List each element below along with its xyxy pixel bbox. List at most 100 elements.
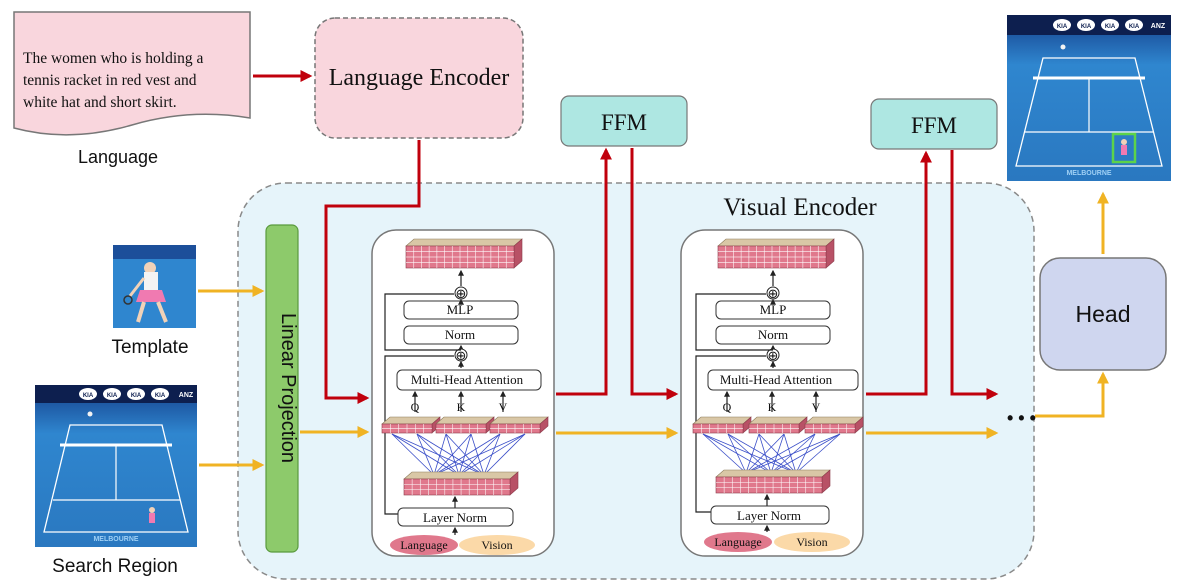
block1-plus-mid: ⊕ [456, 348, 467, 363]
ffm-label-1: FFM [601, 110, 647, 135]
output-banner-right: ANZ [1151, 23, 1166, 30]
output-banner-brand-2: KIA [1081, 24, 1092, 30]
block1-attention-line [416, 433, 460, 476]
block2-language-token [704, 532, 772, 552]
block1-attention-line [433, 433, 526, 476]
head-label: Head [1076, 301, 1131, 327]
block1-attention-line [416, 433, 485, 476]
head-box [1039, 257, 1167, 371]
block2-attention-line [727, 433, 772, 474]
block1-attention-line [470, 433, 485, 476]
block2-k: K [768, 400, 777, 414]
search-region-image [35, 385, 197, 547]
search-banner-right: ANZ [179, 392, 194, 399]
search-court-name: MELBOURNE [93, 536, 138, 543]
block1-attention-line [391, 433, 435, 476]
block1-mid-tokens-0-top [381, 416, 441, 425]
search-region-label: Search Region [52, 556, 178, 577]
block2-layer-norm-box [710, 505, 830, 525]
block1-mha: Multi-Head Attention [411, 372, 524, 387]
block2-output-tokens-top [717, 238, 835, 247]
block1-token-language: Language [400, 538, 447, 552]
output-banner-brand-3: KIA [1105, 24, 1116, 30]
block1-mha-box [396, 369, 542, 391]
visual-encoder-region [237, 182, 1035, 580]
block1-k: K [457, 400, 466, 414]
block2-mha-box [707, 369, 859, 391]
block1-attention-line [433, 433, 501, 476]
block2-attention-line [770, 433, 785, 474]
block2-attention-line [745, 433, 760, 474]
block2-attention-line [727, 433, 747, 474]
block1-attention-line [416, 433, 435, 476]
block1-mid-tokens-2-top [489, 416, 549, 425]
block1-residual-top [384, 293, 461, 351]
block1-v: V [499, 400, 508, 414]
block2-attention-line [745, 433, 785, 474]
block2-input-tokens-front [715, 476, 823, 494]
block2-attention-line [770, 433, 841, 474]
block1-plus-top: ⊕ [456, 286, 467, 301]
block1-language-token [390, 535, 458, 555]
block1-input-tokens-top [403, 471, 519, 480]
block1-q: Q [411, 400, 420, 414]
block1-attention-line [458, 433, 526, 476]
search-banner-brand-1: KIA [83, 393, 94, 399]
visual-encoder-label: Visual Encoder [723, 194, 877, 221]
block2-mha: Multi-Head Attention [720, 372, 833, 387]
block2-mlp: MLP [760, 302, 787, 317]
search-banner-brand-3: KIA [131, 393, 142, 399]
output-banner-brand-1: KIA [1057, 24, 1068, 30]
block1-mlp: MLP [447, 302, 474, 317]
block2-plus-mid: ⊕ [768, 348, 779, 363]
output-banner-brand-4: KIA [1129, 24, 1140, 30]
block1-layer-norm: Layer Norm [423, 510, 487, 525]
transformer-block-1 [371, 229, 555, 557]
ffm-box-2 [870, 98, 998, 150]
block2-v: V [812, 400, 821, 414]
block2-layer-norm: Layer Norm [737, 508, 801, 523]
block2-mid-tokens-1-top [748, 416, 808, 425]
block1-output-tokens-top [405, 238, 523, 247]
block2-attention-line [727, 433, 797, 474]
block1-attention-line [483, 433, 526, 476]
language-text-line-1: The women who is holding a [23, 50, 203, 67]
language-text-line-2: tennis racket in red vest and [23, 72, 197, 89]
language-encoder-label: Language Encoder [329, 65, 510, 91]
block2-residual-top [695, 293, 773, 351]
language-encoder-box [314, 17, 524, 139]
block1-input-tokens-front [403, 478, 511, 496]
ellipsis: • • • [1007, 408, 1036, 428]
language-label: Language [78, 147, 158, 167]
block2-plus-top: ⊕ [768, 286, 779, 301]
block1-mid-tokens-1-top [435, 416, 495, 425]
ffm-label-2: FFM [911, 113, 957, 138]
block1-attention-line [433, 433, 447, 476]
block2-attention-line [783, 433, 797, 474]
linear-projection-label: Linear Projection [277, 313, 299, 463]
search-banner-brand-2: KIA [107, 393, 118, 399]
block2-attention-line [745, 433, 816, 474]
block1-layer-norm-box [397, 507, 514, 527]
template-image [113, 245, 196, 328]
block2-attention-line [795, 433, 841, 474]
block2-token-vision: Vision [796, 535, 827, 549]
search-banner-brand-4: KIA [155, 393, 166, 399]
red-arrows [253, 70, 999, 404]
output-court-name: MELBOURNE [1066, 170, 1111, 177]
block2-q: Q [723, 400, 732, 414]
block1-norm: Norm [445, 327, 475, 342]
block1-vision-token [459, 535, 535, 555]
language-text-box [13, 11, 251, 136]
block2-attention-line [745, 433, 841, 474]
block2-norm: Norm [758, 327, 788, 342]
block2-input-tokens-top [715, 469, 831, 478]
linear-projection-bar [265, 224, 299, 553]
yellow-arrows [198, 191, 1109, 471]
block1-token-vision: Vision [481, 538, 512, 552]
block2-vision-token [774, 532, 850, 552]
block2-norm-box [715, 325, 831, 345]
block2-mid-tokens-2-top [804, 416, 864, 425]
block2-attention-line [702, 433, 747, 474]
